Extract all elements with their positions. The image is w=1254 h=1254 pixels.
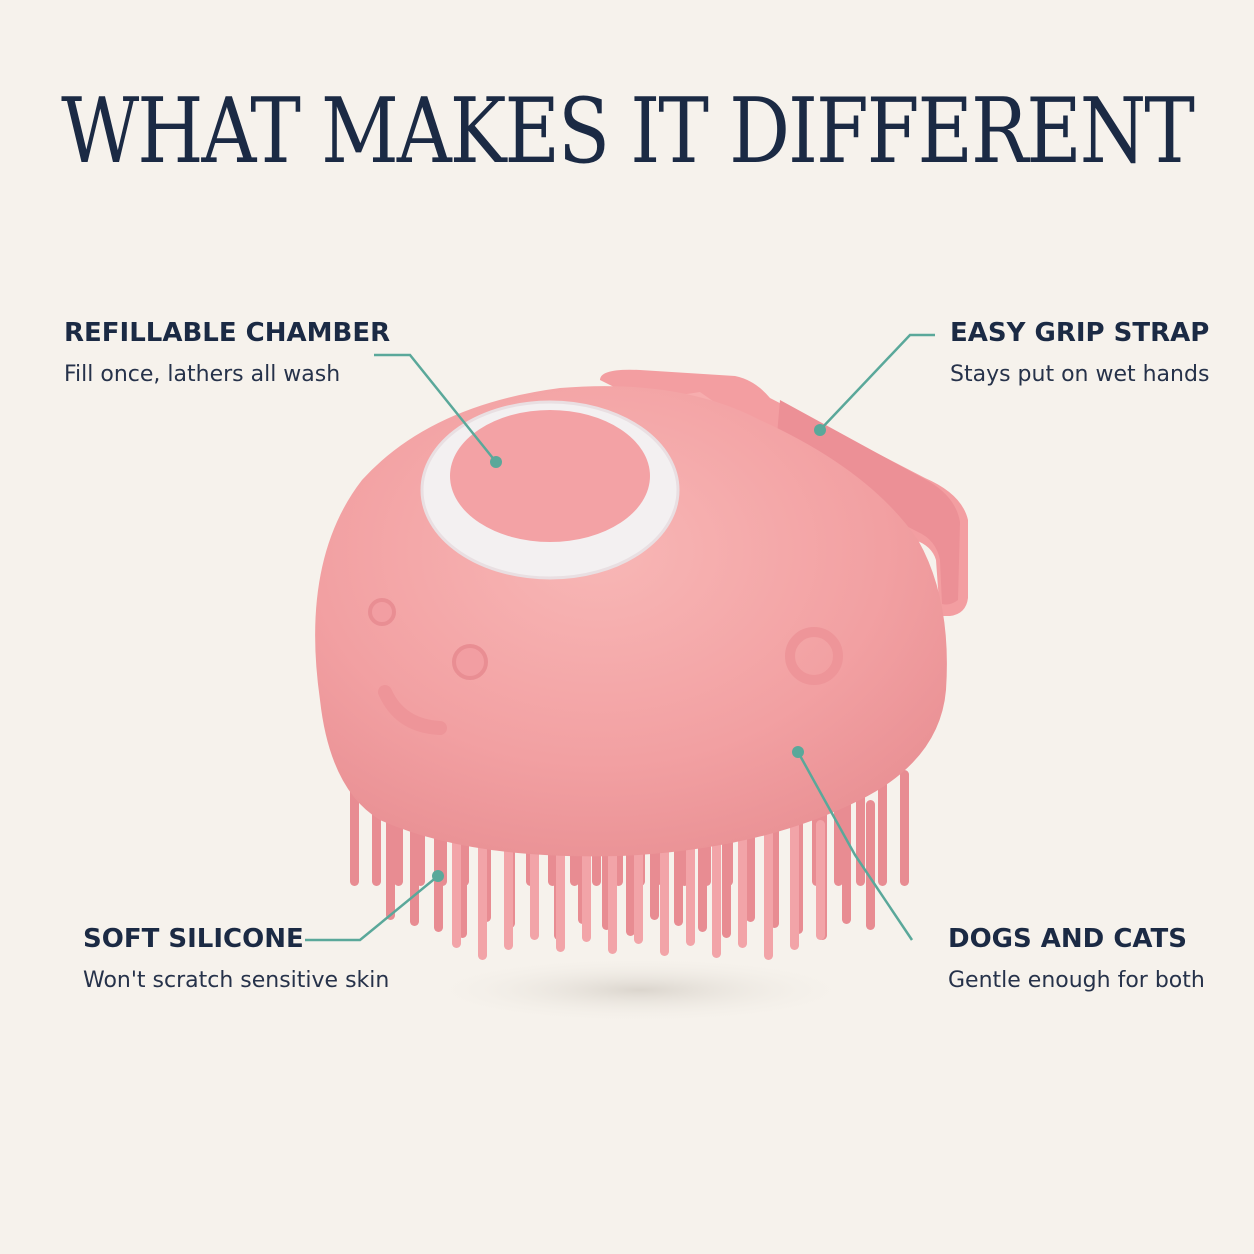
page-title: WHAT MAKES IT DIFFERENT — [61, 78, 1195, 184]
feature-easy-grip-strap: EASY GRIP STRAP Stays put on wet hands — [950, 318, 1209, 387]
bristle — [816, 820, 825, 940]
brush-face — [368, 598, 843, 735]
feature-heading: DOGS AND CATS — [948, 924, 1187, 954]
feature-description: Won't scratch sensitive skin — [83, 968, 390, 993]
bristle — [790, 820, 799, 950]
bristle — [386, 800, 395, 920]
feature-refillable-chamber: REFILLABLE CHAMBER Fill once, lathers al… — [64, 318, 390, 387]
bristle — [660, 820, 669, 956]
feature-soft-silicone: SOFT SILICONE Won't scratch sensitive sk… — [83, 924, 389, 993]
bristle — [764, 820, 773, 960]
refill-chamber — [420, 400, 680, 580]
bristle — [878, 770, 887, 886]
callout-lines — [305, 333, 935, 942]
bristle — [842, 800, 851, 924]
feature-description: Stays put on wet hands — [950, 362, 1210, 387]
callout-dots — [432, 424, 826, 882]
bristle — [738, 820, 747, 948]
bristle — [900, 770, 909, 886]
bristle — [478, 820, 487, 960]
bristle — [712, 820, 721, 958]
feature-heading: EASY GRIP STRAP — [950, 318, 1210, 348]
bristle — [452, 820, 461, 948]
feature-heading: REFILLABLE CHAMBER — [64, 318, 391, 348]
feature-heading: SOFT SILICONE — [83, 924, 304, 954]
feature-description: Gentle enough for both — [948, 968, 1205, 993]
brush-shadow — [420, 956, 860, 1024]
feature-description: Fill once, lathers all wash — [64, 362, 341, 387]
feature-dogs-and-cats: DOGS AND CATS Gentle enough for both — [948, 924, 1205, 993]
bristle — [686, 820, 695, 946]
bristle — [866, 800, 875, 930]
bristle — [504, 820, 513, 950]
